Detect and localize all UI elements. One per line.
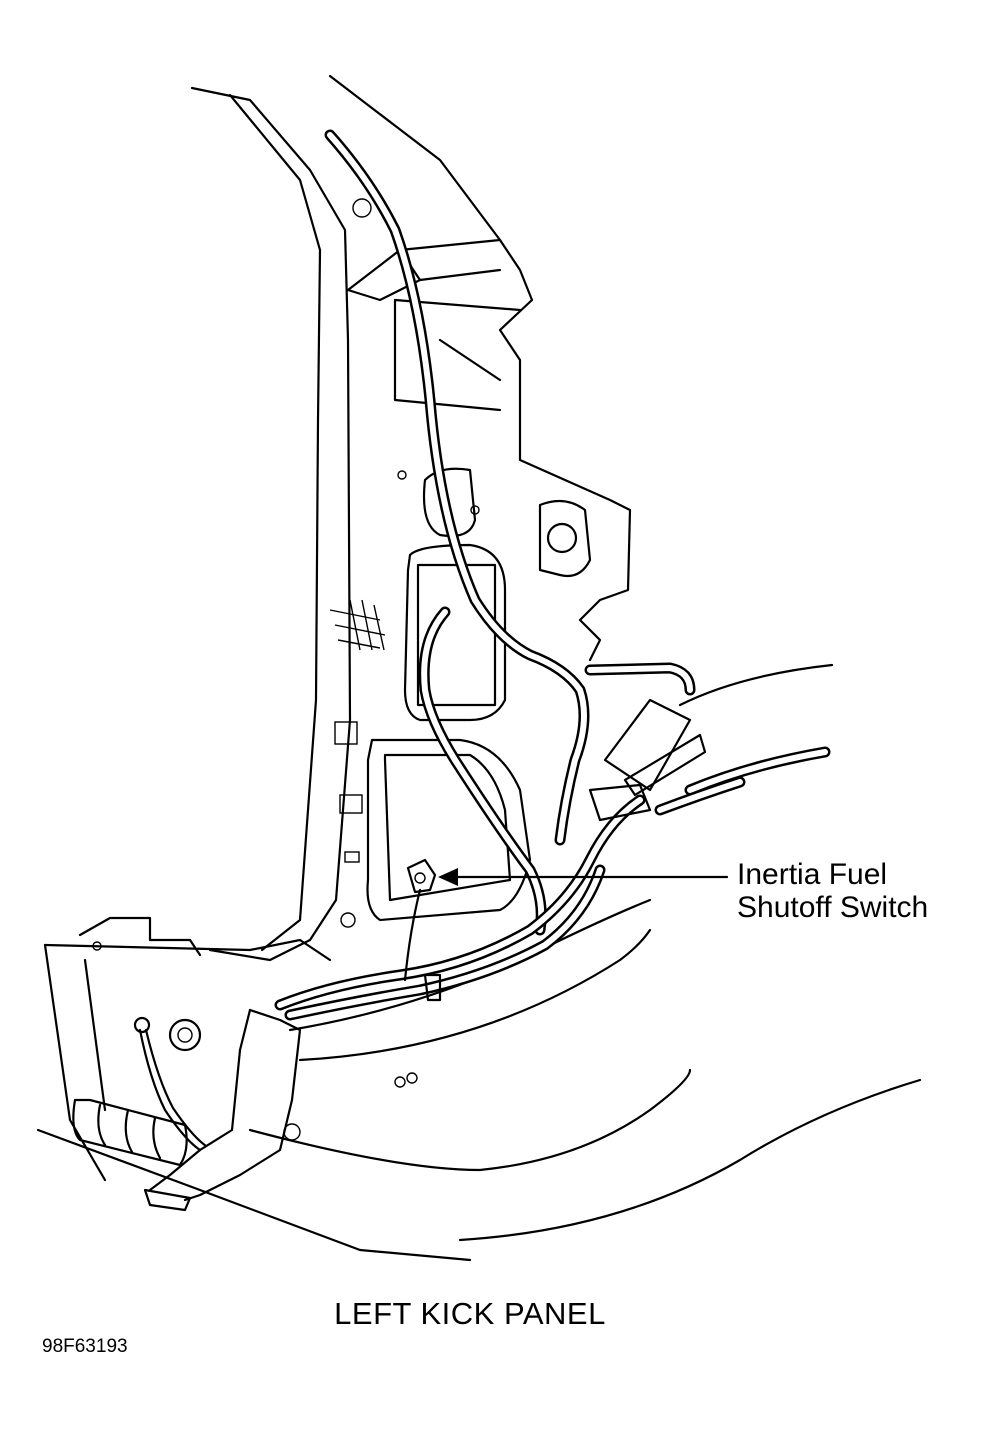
- wiring-harness: [133, 129, 834, 1152]
- callout-label-line2: Shutoff Switch: [737, 891, 929, 924]
- kick-plate-bracket: [72, 1008, 302, 1212]
- callout-leader: [438, 868, 729, 886]
- callout-label-line1: Inertia Fuel: [737, 858, 888, 891]
- figure-id: 98F63193: [42, 1336, 128, 1357]
- callout-label: Inertia Fuel Shutoff Switch: [737, 858, 928, 924]
- figure-caption: LEFT KICK PANEL: [334, 1296, 606, 1331]
- inertia-switch-shape: [406, 858, 437, 894]
